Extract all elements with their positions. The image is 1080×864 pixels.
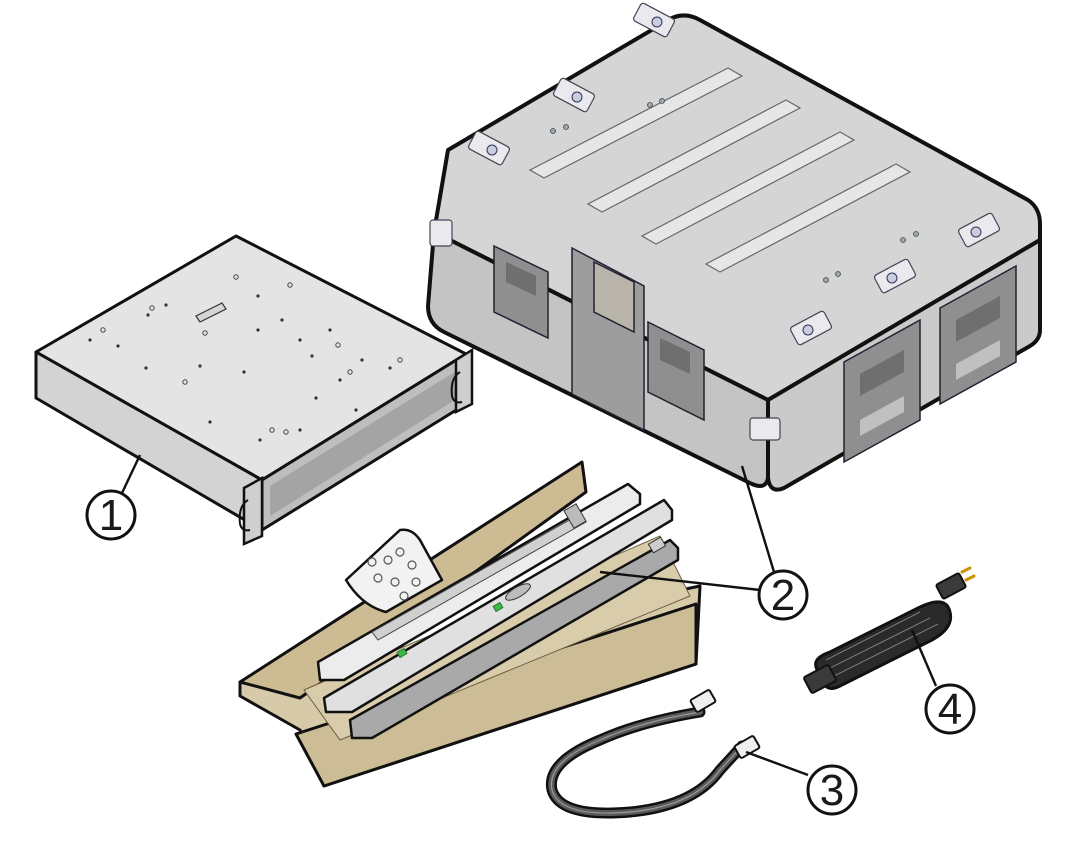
callout-1: 1 bbox=[85, 489, 137, 541]
power-cord bbox=[803, 566, 976, 694]
callout-2-label: 2 bbox=[771, 571, 795, 620]
callout-4: 4 bbox=[924, 683, 976, 735]
rail-kit-box bbox=[238, 460, 702, 788]
screw-bag bbox=[344, 528, 444, 614]
callout-1-label: 1 bbox=[99, 491, 123, 540]
callout-4-label: 4 bbox=[938, 685, 962, 734]
callout-3: 3 bbox=[806, 764, 858, 816]
callout-leaders bbox=[120, 454, 938, 777]
ethernet-cable bbox=[545, 689, 761, 819]
callout-2: 2 bbox=[757, 569, 809, 621]
shipping-case bbox=[426, 2, 1042, 492]
callout-3-label: 3 bbox=[820, 766, 844, 815]
server-chassis bbox=[34, 234, 474, 546]
